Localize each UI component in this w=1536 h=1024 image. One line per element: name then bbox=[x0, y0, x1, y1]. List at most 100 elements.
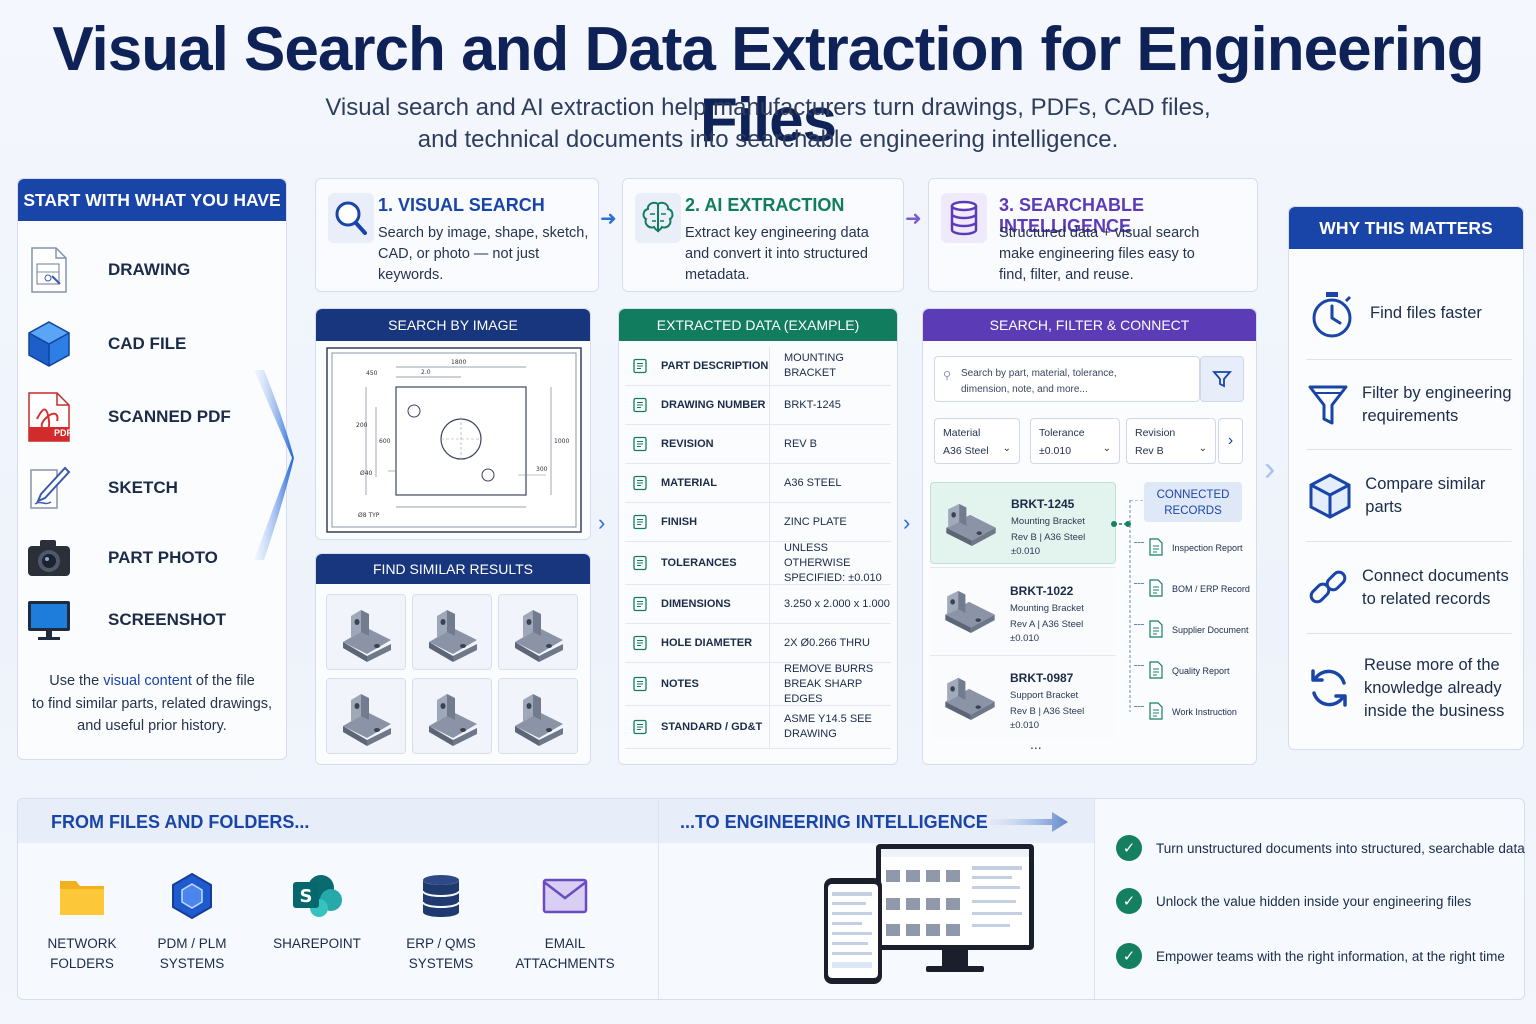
filters-next-button[interactable]: › bbox=[1218, 418, 1243, 464]
search-result-card[interactable]: BRKT-0987 Support Bracket Rev B | A36 St… bbox=[930, 657, 1116, 739]
extracted-row-key: MATERIAL bbox=[661, 477, 718, 489]
svg-text:600: 600 bbox=[379, 438, 391, 445]
drawing-file-icon bbox=[26, 246, 72, 294]
source-sketch[interactable]: SKETCH bbox=[26, 462, 178, 514]
filter-select[interactable]: Revision Rev B ⌄ bbox=[1126, 418, 1216, 464]
connected-record[interactable]: Quality Report bbox=[1134, 661, 1230, 681]
step-title: 1. VISUAL SEARCH bbox=[378, 195, 545, 215]
extracted-row-value: 2X Ø0.266 THRU bbox=[769, 624, 891, 662]
result-meta: Rev B | A36 Steel bbox=[1010, 706, 1085, 717]
page-title: Visual Search and Data Extraction for En… bbox=[52, 15, 1484, 155]
svg-text:1800: 1800 bbox=[451, 359, 466, 366]
connected-record[interactable]: BOM / ERP Record bbox=[1134, 579, 1250, 599]
from-title: FROM FILES AND FOLDERS... bbox=[51, 812, 310, 832]
result-name: Support Bracket bbox=[1010, 690, 1079, 701]
result-id: BRKT-1245 bbox=[1011, 497, 1075, 511]
similar-result-thumb[interactable] bbox=[326, 678, 406, 754]
svg-text:S: S bbox=[300, 886, 313, 907]
pdf-badge: PDF bbox=[54, 428, 72, 438]
record-file-icon bbox=[1148, 661, 1172, 681]
search-result-card[interactable]: BRKT-1245 Mounting Bracket Rev B | A36 S… bbox=[930, 482, 1116, 564]
check-icon: ✓ bbox=[1116, 943, 1142, 969]
search-result-card[interactable]: BRKT-1022 Mounting Bracket Rev A | A36 S… bbox=[930, 570, 1116, 652]
source-label: SCREENSHOT bbox=[108, 610, 227, 629]
svg-text:Ø40: Ø40 bbox=[360, 470, 373, 477]
extracted-row-value: ASME Y14.5 SEE DRAWING bbox=[769, 706, 891, 748]
filter-select[interactable]: Material A36 Steel ⌄ bbox=[934, 418, 1020, 464]
source-system: ERP / QMS SYSTEMS bbox=[386, 868, 496, 974]
source-label: SKETCH bbox=[108, 478, 178, 497]
extracted-data-header: EXTRACTED DATA (EXAMPLE) bbox=[619, 309, 897, 341]
document-icon bbox=[625, 358, 655, 374]
result-id: BRKT-0987 bbox=[1010, 671, 1074, 685]
search-input[interactable]: ⚲ Search by part, material, tolerance, d… bbox=[934, 356, 1200, 402]
record-file-icon bbox=[1148, 579, 1172, 599]
source-label: DRAWING bbox=[108, 260, 191, 279]
chevron-right-icon: › bbox=[598, 510, 606, 535]
step-title: 3. SEARCHABLE INTELLIGENCE bbox=[999, 195, 1145, 236]
search-icon: ⚲ bbox=[943, 370, 952, 382]
similar-result-thumb[interactable] bbox=[326, 594, 406, 670]
search-by-image-panel: SEARCH BY IMAGE 1800 2.0 450 1000 200 30… bbox=[315, 308, 591, 540]
search-by-image-header: SEARCH BY IMAGE bbox=[316, 309, 590, 341]
connected-record[interactable]: Inspection Report bbox=[1134, 538, 1243, 558]
subtitle: Visual search and AI extraction help man… bbox=[325, 94, 1211, 153]
result-tolerance: ±0.010 bbox=[1011, 546, 1040, 557]
refresh-icon bbox=[1306, 665, 1352, 711]
erp-database-icon bbox=[386, 868, 496, 924]
source-label: SCANNED PDF bbox=[108, 407, 231, 426]
monitor-icon bbox=[26, 596, 72, 644]
pdm-icon bbox=[137, 868, 247, 924]
connected-record[interactable]: Supplier Document bbox=[1134, 620, 1249, 640]
svg-text:200: 200 bbox=[356, 422, 368, 429]
similar-result-thumb[interactable] bbox=[498, 594, 578, 670]
benefit-check: ✓ Empower teams with the right informati… bbox=[1116, 943, 1505, 969]
extracted-row-key: FINISH bbox=[661, 516, 698, 528]
drawing-preview[interactable]: 1800 2.0 450 1000 200 300 600 Ø40 Ø8 TYP bbox=[326, 347, 582, 533]
target-icon bbox=[625, 719, 655, 735]
check-icon: ✓ bbox=[1116, 835, 1142, 861]
svg-text:2.0: 2.0 bbox=[421, 369, 431, 376]
similar-result-thumb[interactable] bbox=[498, 678, 578, 754]
similar-result-thumb[interactable] bbox=[412, 594, 492, 670]
benefit-check: ✓ Unlock the value hidden inside your en… bbox=[1116, 888, 1471, 914]
source-system: PDM / PLM SYSTEMS bbox=[137, 868, 247, 974]
extracted-row: DIMENSIONS 3.250 x 2.000 x 1.000 bbox=[625, 585, 891, 624]
filter-select[interactable]: Tolerance ±0.010 ⌄ bbox=[1030, 418, 1120, 464]
funnel-icon bbox=[1212, 371, 1232, 388]
source-drawing[interactable]: DRAWING bbox=[26, 244, 190, 296]
source-label: CAD FILE bbox=[108, 334, 187, 353]
search-filter-connect-header: SEARCH, FILTER & CONNECT bbox=[923, 309, 1256, 341]
extracted-row-key: REVISION bbox=[661, 438, 714, 450]
source-cad-file[interactable]: CAD FILE bbox=[26, 318, 186, 370]
svg-text:Ø8 TYP: Ø8 TYP bbox=[358, 512, 380, 519]
start-panel-header: START WITH WHAT YOU HAVE bbox=[18, 179, 286, 221]
result-name: Mounting Bracket bbox=[1010, 603, 1084, 614]
start-panel-footer: Use the visual content of the file to fi… bbox=[31, 673, 273, 734]
source-scanned-pdf[interactable]: PDF SCANNED PDF bbox=[26, 391, 231, 443]
dimensions-icon bbox=[625, 596, 655, 612]
step-searchable-intelligence: 3. SEARCHABLE INTELLIGENCE Structured da… bbox=[928, 178, 1258, 292]
sharepoint-icon: S bbox=[262, 868, 372, 924]
brain-icon bbox=[635, 193, 681, 243]
chevron-down-icon: ⌄ bbox=[1002, 443, 1011, 454]
extracted-row: MATERIAL A36 STEEL bbox=[625, 464, 891, 503]
funnel-icon bbox=[1306, 381, 1350, 429]
similar-results-header: FIND SIMILAR RESULTS bbox=[316, 554, 590, 584]
filter-button[interactable] bbox=[1200, 356, 1244, 402]
record-file-icon bbox=[1148, 702, 1172, 722]
more-results: ... bbox=[1030, 736, 1042, 752]
extracted-row-key: DIMENSIONS bbox=[661, 598, 731, 610]
connected-record[interactable]: Work Instruction bbox=[1134, 702, 1237, 722]
camera-icon bbox=[26, 534, 72, 582]
similar-result-thumb[interactable] bbox=[412, 678, 492, 754]
cube-icon bbox=[1306, 472, 1353, 520]
extracted-row-value: A36 STEEL bbox=[769, 464, 891, 502]
why-header: WHY THIS MATTERS bbox=[1289, 207, 1523, 249]
record-file-icon bbox=[1148, 538, 1172, 558]
result-tolerance: ±0.010 bbox=[1010, 633, 1039, 644]
result-meta: Rev A | A36 Steel bbox=[1010, 619, 1084, 630]
arrow-icon: ➜ bbox=[905, 208, 922, 230]
source-part-photo[interactable]: PART PHOTO bbox=[26, 532, 218, 584]
source-screenshot[interactable]: SCREENSHOT bbox=[26, 594, 226, 646]
